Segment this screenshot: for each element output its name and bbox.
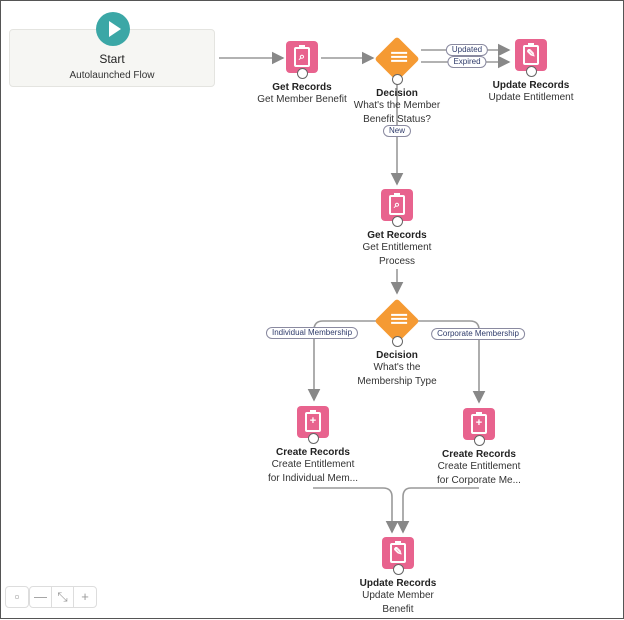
start-subtitle: Autolaunched Flow bbox=[69, 70, 155, 81]
zoom-out-button[interactable]: — bbox=[30, 587, 52, 607]
connector-label-updated[interactable]: Updated bbox=[445, 44, 489, 56]
connector-label-individual[interactable]: Individual Membership bbox=[265, 327, 359, 339]
create-individual-entitlement-node[interactable]: + Create Records Create Entitlement for … bbox=[243, 406, 383, 486]
zoom-in-button[interactable]: + bbox=[81, 589, 89, 604]
node-type: Decision bbox=[376, 350, 418, 361]
node-label: Create Entitlement bbox=[271, 459, 355, 470]
node-connector-dot[interactable] bbox=[391, 336, 403, 347]
node-label: Update Member bbox=[362, 590, 434, 601]
node-connector-dot[interactable] bbox=[525, 66, 537, 77]
update-records-icon: ✎ bbox=[515, 39, 547, 71]
node-type: Update Records bbox=[359, 578, 437, 589]
node-label: Process bbox=[378, 256, 416, 267]
node-label: Create Entitlement bbox=[437, 461, 521, 472]
create-corporate-entitlement-node[interactable]: + Create Records Create Entitlement for … bbox=[409, 408, 549, 488]
connector-label-corporate[interactable]: Corporate Membership bbox=[431, 328, 525, 340]
node-label: Get Member Benefit bbox=[257, 94, 347, 105]
zoom-controls: — ⤡ + bbox=[29, 586, 97, 608]
node-connector-dot[interactable] bbox=[392, 564, 404, 575]
create-records-icon: + bbox=[297, 406, 329, 438]
node-connector-dot[interactable] bbox=[473, 435, 485, 446]
decision-membership-type-node[interactable]: Decision What's the Membership Type bbox=[327, 298, 467, 389]
node-label: for Individual Mem... bbox=[267, 473, 359, 484]
start-node[interactable]: Start Autolaunched Flow bbox=[9, 12, 215, 87]
node-connector-dot[interactable] bbox=[391, 216, 403, 227]
update-records-icon: ✎ bbox=[382, 537, 414, 569]
node-type: Get Records bbox=[367, 230, 427, 241]
node-type: Update Records bbox=[492, 80, 570, 91]
get-records-icon: ⌕ bbox=[286, 41, 318, 73]
node-connector-dot[interactable] bbox=[307, 433, 319, 444]
node-type: Decision bbox=[376, 88, 418, 99]
update-entitlement-node[interactable]: ✎ Update Records Update Entitlement bbox=[461, 39, 601, 105]
node-label: Benefit Status? bbox=[363, 114, 431, 125]
panel-icon: ▫ bbox=[14, 589, 20, 604]
node-label: Update Entitlement bbox=[488, 92, 574, 103]
start-title: Start bbox=[99, 52, 125, 66]
node-label: for Corporate Me... bbox=[437, 475, 521, 486]
node-label: Membership Type bbox=[357, 376, 437, 387]
get-entitlement-process-node[interactable]: ⌕ Get Records Get Entitlement Process bbox=[327, 189, 467, 269]
node-type: Create Records bbox=[442, 449, 516, 460]
node-type: Get Records bbox=[272, 82, 332, 93]
node-label: Get Entitlement bbox=[362, 242, 432, 253]
node-connector-dot[interactable] bbox=[296, 68, 308, 79]
node-label: What's the bbox=[373, 362, 421, 373]
node-label: What's the Member bbox=[353, 100, 441, 111]
play-icon bbox=[96, 12, 130, 46]
create-records-icon: + bbox=[463, 408, 495, 440]
connector-label-new[interactable]: New bbox=[382, 125, 412, 137]
toggle-panel-button[interactable]: ▫ bbox=[5, 586, 29, 608]
get-member-benefit-node[interactable]: ⌕ Get Records Get Member Benefit bbox=[232, 41, 372, 107]
connector-label-expired[interactable]: Expired bbox=[447, 56, 487, 68]
node-label: Benefit bbox=[382, 604, 414, 615]
node-type: Create Records bbox=[276, 447, 350, 458]
decision-benefit-status-node[interactable]: Decision What's the Member Benefit Statu… bbox=[327, 36, 467, 127]
get-records-icon: ⌕ bbox=[381, 189, 413, 221]
fit-view-button[interactable]: ⤡ bbox=[52, 587, 74, 607]
node-connector-dot[interactable] bbox=[391, 74, 403, 85]
update-member-benefit-node[interactable]: ✎ Update Records Update Member Benefit bbox=[328, 537, 468, 617]
